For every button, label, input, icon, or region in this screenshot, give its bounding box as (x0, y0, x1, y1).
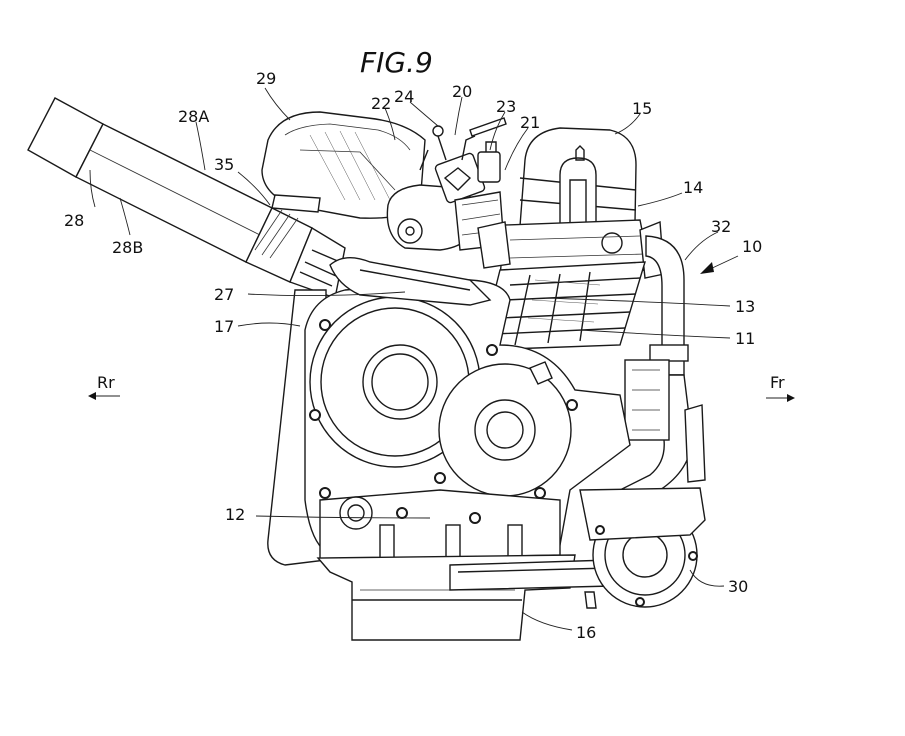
rear-label: Rr (97, 373, 115, 392)
label-20: 20 (452, 82, 472, 101)
cylinder-block (479, 261, 646, 351)
front-label: Fr (770, 373, 785, 392)
cylinder-head-group (477, 127, 665, 279)
label-11: 11 (735, 329, 755, 348)
water-pump (449, 404, 706, 609)
label-15: 15 (632, 99, 652, 118)
label-35: 35 (214, 155, 234, 174)
figure-title: FIG.9 (360, 46, 433, 79)
label-29: 29 (256, 69, 276, 88)
label-14: 14 (683, 178, 703, 197)
label-12: 12 (225, 505, 245, 524)
exhaust-pipe (588, 235, 693, 521)
label-28: 28 (64, 211, 84, 230)
label-13: 13 (735, 297, 755, 316)
label-23: 23 (496, 97, 516, 116)
label-22: 22 (371, 94, 391, 113)
label-30: 30 (728, 577, 748, 596)
label-32: 32 (711, 217, 731, 236)
reference-numerals: 28 28A 28B 29 35 22 24 20 23 21 15 14 32… (64, 69, 762, 642)
intake-duct (27, 97, 346, 299)
front-arrow-head (787, 394, 795, 402)
label-17: 17 (214, 317, 234, 336)
label-27: 27 (214, 285, 234, 304)
label-28B: 28B (112, 238, 143, 257)
direction-rear: Rr (88, 373, 120, 400)
label-21: 21 (520, 113, 540, 132)
air-cleaner-box (261, 111, 426, 219)
label-24: 24 (394, 87, 414, 106)
label-16: 16 (576, 623, 596, 642)
crankcase (267, 257, 631, 566)
leader-lines (89, 87, 739, 631)
direction-front: Fr (766, 373, 795, 402)
duct-tube (75, 123, 273, 263)
clutch-cover (438, 363, 572, 497)
label-28A: 28A (178, 107, 209, 126)
label-10: 10 (742, 237, 762, 256)
rear-arrow-head (88, 392, 96, 400)
